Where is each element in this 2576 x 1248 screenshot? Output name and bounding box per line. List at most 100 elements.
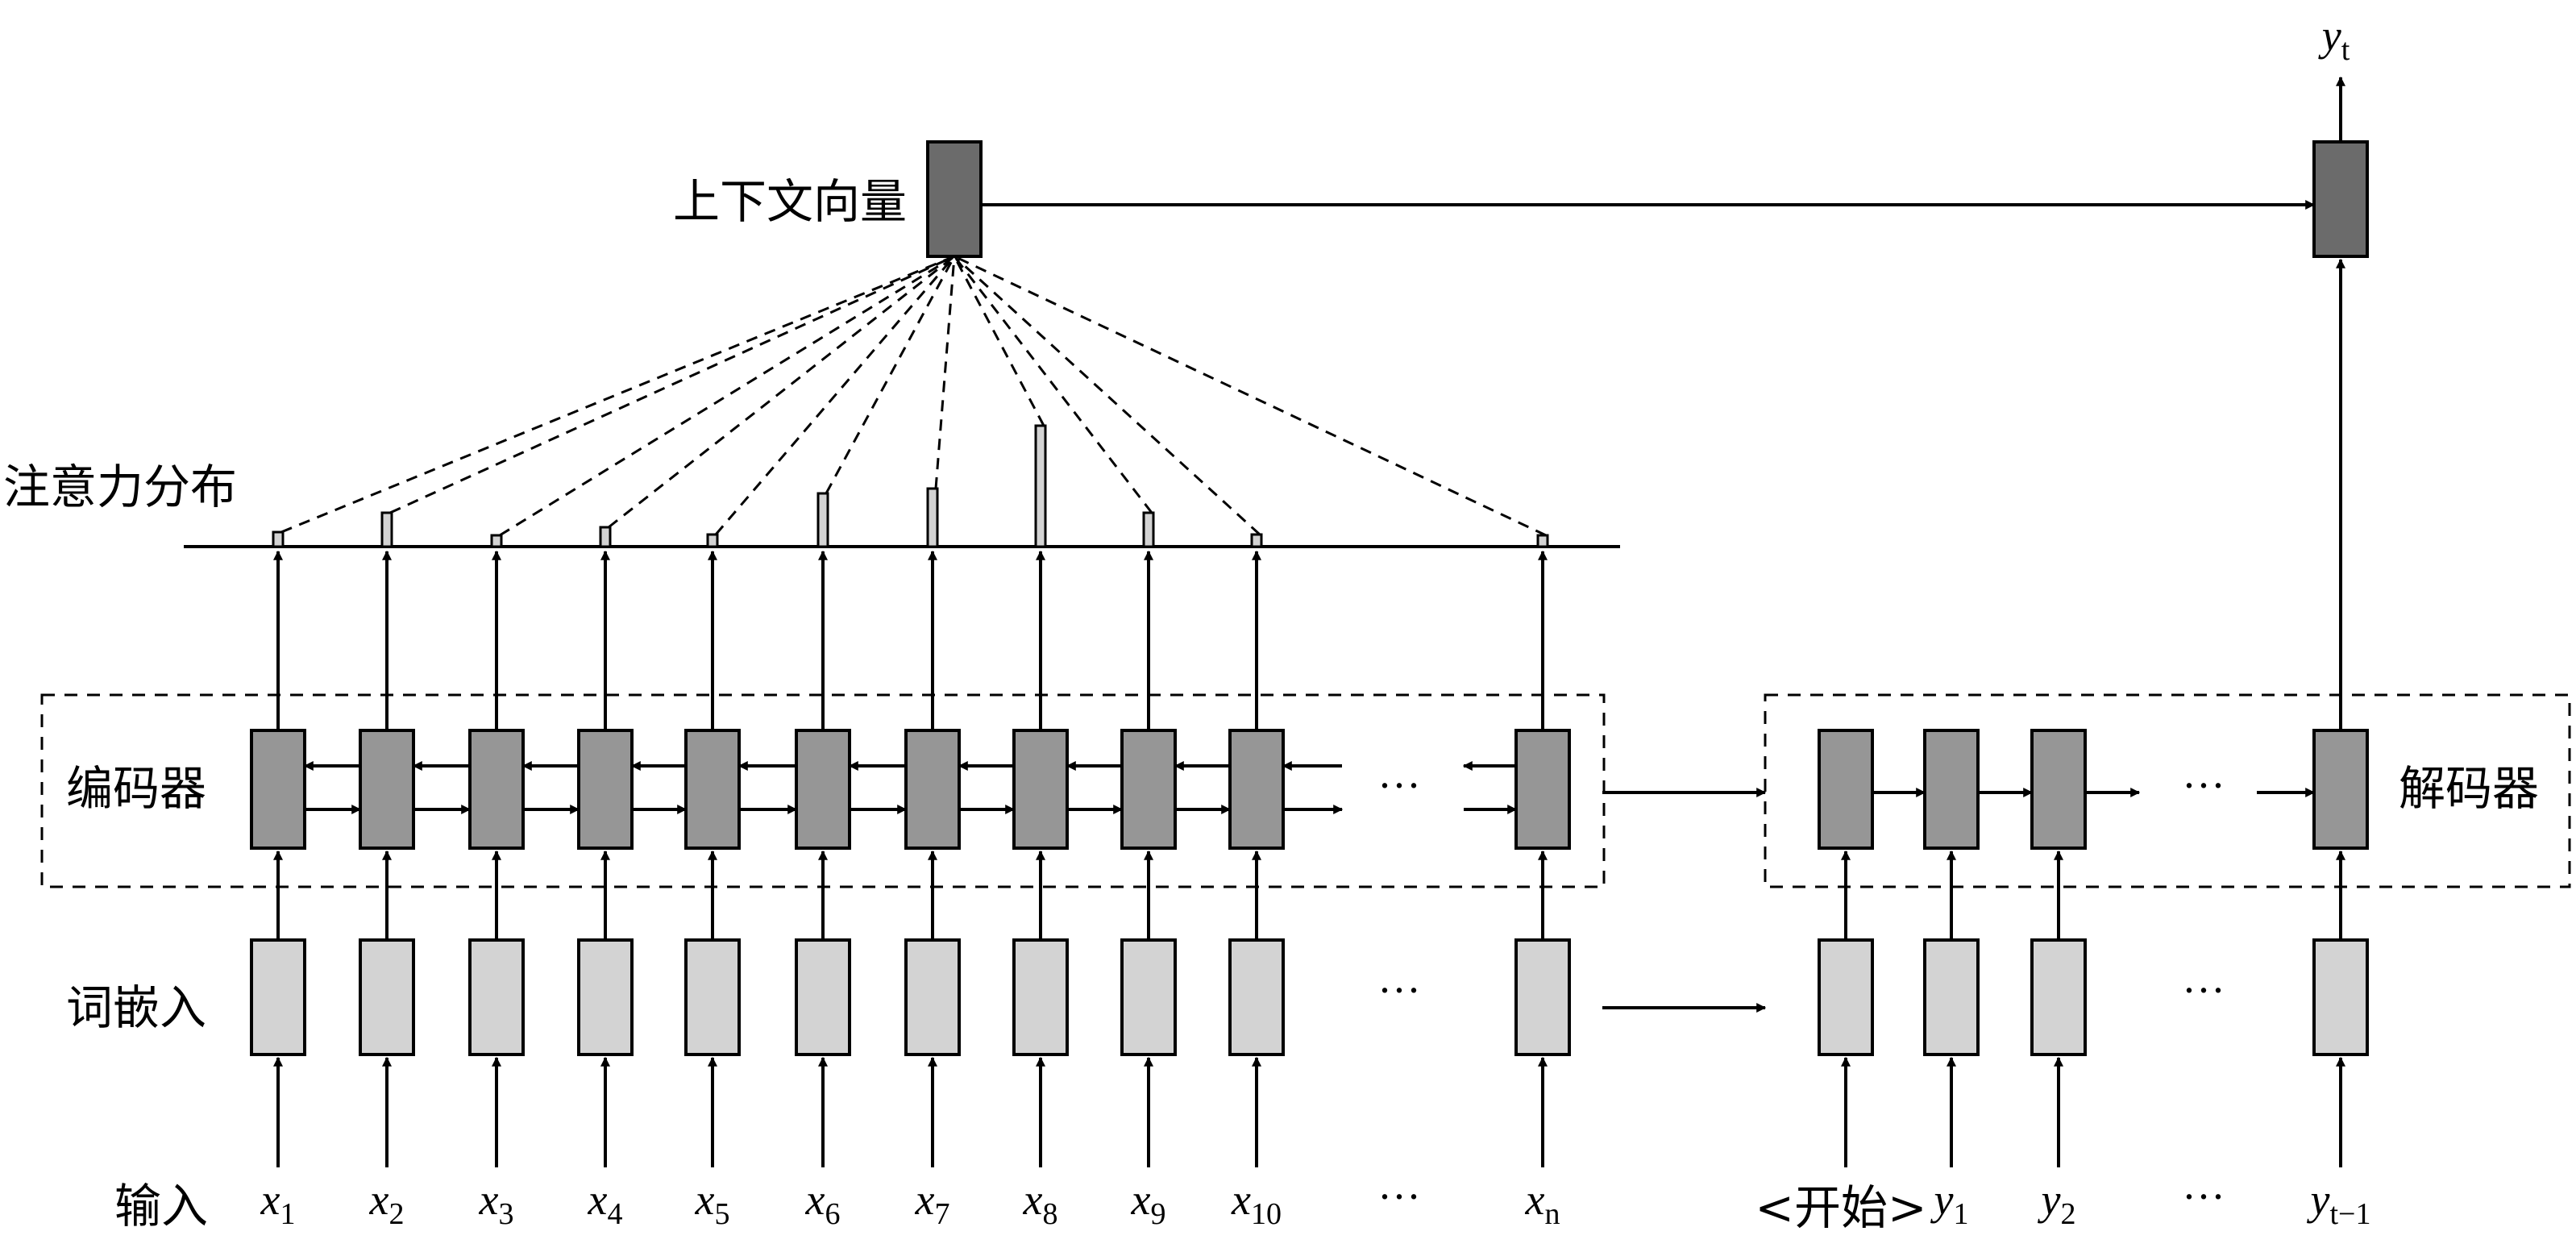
decoder-embedding-cell-3 bbox=[2030, 938, 2087, 1056]
input-label: 输入 bbox=[114, 1179, 208, 1233]
attention-link-5 bbox=[714, 256, 956, 535]
encoder-cell-8 bbox=[1012, 729, 1069, 850]
output-token-subscript: t bbox=[2341, 33, 2350, 67]
decoder-label: 解码器 bbox=[2399, 761, 2539, 816]
attention-link-9 bbox=[953, 256, 1153, 514]
input-token-9: x9 bbox=[1131, 1175, 1166, 1231]
decoder-embedding-cell-2 bbox=[1923, 938, 1980, 1056]
embedding-cell-1 bbox=[250, 938, 306, 1056]
attention-bar-1 bbox=[272, 530, 285, 548]
embedding-cell-10 bbox=[1228, 938, 1285, 1056]
embedding-cell-2 bbox=[359, 938, 415, 1056]
input-token-1-subscript: 1 bbox=[280, 1197, 295, 1231]
decoder-token-1: y1 bbox=[1930, 1175, 1969, 1231]
encoder-cell-1 bbox=[250, 729, 306, 850]
embedding-cell-5 bbox=[684, 938, 741, 1056]
attention-link-2 bbox=[389, 255, 955, 514]
input-token-4: x4 bbox=[588, 1175, 623, 1231]
output-token: yt bbox=[2318, 11, 2350, 67]
attention-link-6 bbox=[825, 256, 956, 494]
embedding-cell-7 bbox=[904, 938, 961, 1056]
input-token-8: x8 bbox=[1023, 1175, 1058, 1231]
encoder-cell-3 bbox=[468, 729, 525, 850]
input-token-2-subscript: 2 bbox=[388, 1197, 404, 1231]
context-vector-cell bbox=[926, 140, 983, 258]
attention-link-7 bbox=[934, 256, 956, 489]
input-token-6-subscript: 6 bbox=[825, 1197, 840, 1231]
attention-bar-9 bbox=[1142, 511, 1155, 548]
input-token-7-subscript: 7 bbox=[934, 1197, 949, 1231]
encoder-cell-9 bbox=[1120, 729, 1177, 850]
decoder-token-1-subscript: 1 bbox=[1953, 1197, 1968, 1231]
embedding-cell-6 bbox=[795, 938, 851, 1056]
input-token-4-subscript: 4 bbox=[607, 1197, 622, 1231]
decoder-ellipsis: ··· bbox=[2182, 761, 2225, 809]
input-ellipsis: ··· bbox=[1377, 1172, 1421, 1221]
decoder-cell-4 bbox=[2312, 729, 2369, 850]
embedding-cell-11 bbox=[1514, 938, 1571, 1056]
decoder-token-2-subscript: 2 bbox=[2060, 1197, 2075, 1231]
attention-distribution-label: 注意力分布 bbox=[3, 460, 237, 514]
encoder-cell-6 bbox=[795, 729, 851, 850]
attention-bar-5 bbox=[706, 533, 719, 548]
attention-bar-8 bbox=[1034, 424, 1047, 548]
decoder-embedding-cell-1 bbox=[1818, 938, 1874, 1056]
decoder-token-3: yt−1 bbox=[2307, 1175, 2371, 1231]
embedding-ellipsis: ··· bbox=[1377, 966, 1421, 1014]
context-vector-label: 上下文向量 bbox=[673, 174, 907, 229]
encoder-cell-10 bbox=[1228, 729, 1285, 850]
input-token-10-subscript: 10 bbox=[1251, 1197, 1282, 1231]
embedding-cell-9 bbox=[1120, 938, 1177, 1056]
decoder-embedding-cell-4 bbox=[2312, 938, 2369, 1056]
decoder-input-ellipsis: ··· bbox=[2182, 1172, 2225, 1221]
attention-bar-10 bbox=[1250, 533, 1263, 548]
input-token-8-subscript: 8 bbox=[1042, 1197, 1057, 1231]
encoder-cell-4 bbox=[577, 729, 634, 850]
decoder-cell-2 bbox=[1923, 729, 1980, 850]
nodes-layer bbox=[250, 140, 2369, 1056]
decoder-embedding-ellipsis: ··· bbox=[2182, 966, 2225, 1014]
encoder-label: 编码器 bbox=[66, 761, 206, 816]
attention-link-8 bbox=[953, 256, 1045, 426]
attention-bar-3 bbox=[490, 534, 503, 548]
input-token-2: x2 bbox=[369, 1175, 405, 1231]
encoder-cell-5 bbox=[684, 729, 741, 850]
attention-link-10 bbox=[953, 255, 1261, 536]
input-token-11-subscript: n bbox=[1544, 1197, 1560, 1231]
edges-layer bbox=[40, 76, 2571, 1167]
encoder-cell-2 bbox=[359, 729, 415, 850]
input-token-1: x1 bbox=[260, 1175, 296, 1231]
attention-link-1 bbox=[280, 255, 955, 534]
decoder-cell-1 bbox=[1818, 729, 1874, 850]
input-token-11: xn bbox=[1525, 1175, 1560, 1231]
encoder-ellipsis: ··· bbox=[1377, 761, 1421, 809]
input-token-5: x5 bbox=[695, 1175, 730, 1231]
decoder-token-3-subscript: t−1 bbox=[2329, 1197, 2370, 1231]
input-token-6: x6 bbox=[805, 1175, 841, 1231]
attention-bar-4 bbox=[599, 526, 612, 548]
attention-link-11 bbox=[954, 255, 1547, 537]
output-cell bbox=[2312, 140, 2369, 258]
encoder-cell-7 bbox=[904, 729, 961, 850]
input-token-5-subscript: 5 bbox=[714, 1197, 729, 1231]
start-token-label: <开始> bbox=[1755, 1180, 1926, 1235]
input-token-9-subscript: 9 bbox=[1150, 1197, 1165, 1231]
decoder-token-2: y2 bbox=[2038, 1175, 2076, 1231]
embedding-cell-4 bbox=[577, 938, 634, 1056]
input-token-7: x7 bbox=[915, 1175, 950, 1231]
attention-bar-7 bbox=[926, 487, 939, 548]
embedding-cell-3 bbox=[468, 938, 525, 1056]
input-token-10: x10 bbox=[1231, 1175, 1282, 1231]
attention-link-3 bbox=[499, 255, 955, 537]
encoder-cell-11 bbox=[1514, 729, 1571, 850]
embedding-cell-8 bbox=[1012, 938, 1069, 1056]
attention-link-4 bbox=[608, 255, 955, 529]
input-token-3-subscript: 3 bbox=[498, 1197, 513, 1231]
attention-bar-11 bbox=[1536, 534, 1549, 548]
word-embedding-label: 词嵌入 bbox=[66, 980, 206, 1035]
input-token-3: x3 bbox=[479, 1175, 514, 1231]
decoder-cell-3 bbox=[2030, 729, 2087, 850]
attention-bar-6 bbox=[816, 492, 829, 548]
attention-bar-2 bbox=[380, 511, 393, 548]
